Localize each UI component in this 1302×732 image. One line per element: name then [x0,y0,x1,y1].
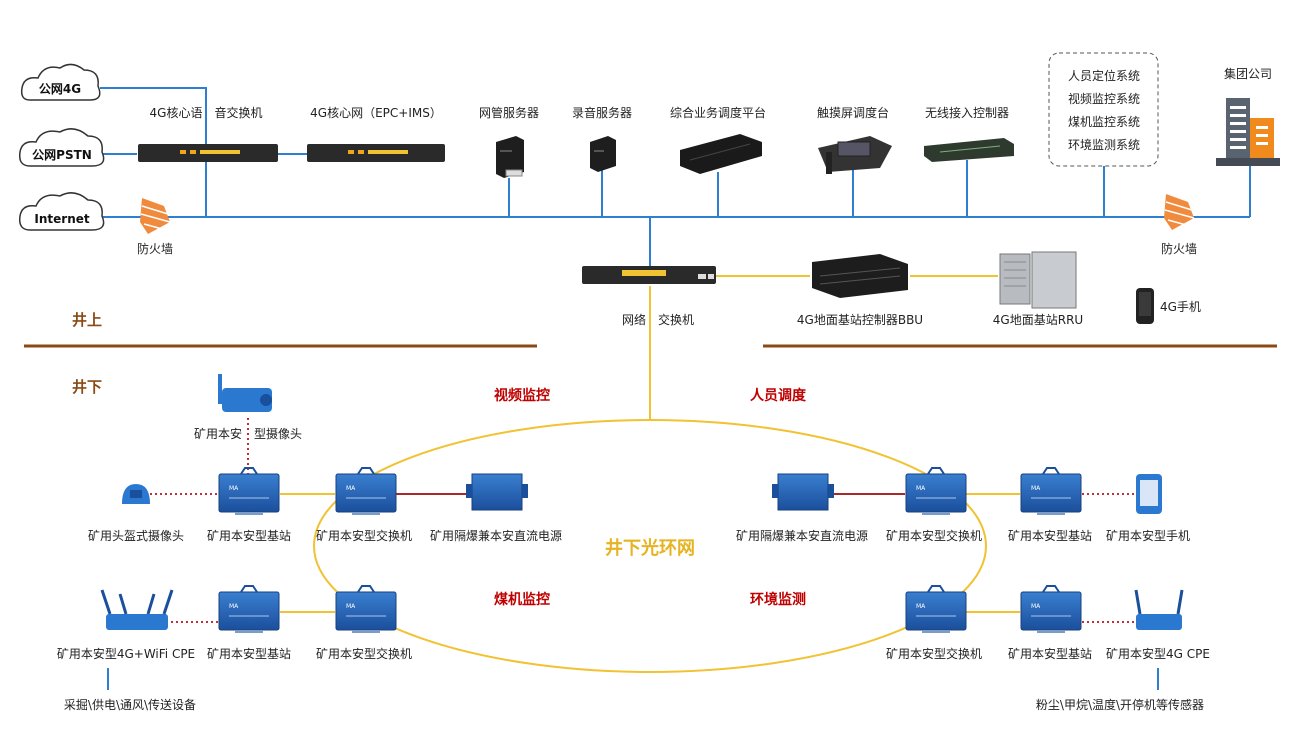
firewall-label: 防火墙 [137,241,173,256]
base-station-bottom-right: 矿用本安型基站 [1008,585,1092,661]
base-station-bottom-left: 矿用本安型基站 [207,585,291,661]
touch-console: 触摸屏调度台 [817,105,892,174]
psu-left: 矿用隔爆兼本安直流电源 [430,473,562,543]
ring-label: 井下光环网 [605,537,695,559]
firewall-label: 防火墙 [1161,241,1197,256]
core-network-epc: 4G核心网（EPC+IMS） [307,106,445,162]
system-item: 煤机监控系统 [1068,115,1140,129]
camera-label: 矿用本安 型摄像头 [194,426,302,441]
firewall-left-icon: 防火墙 [137,198,173,256]
system-item: 视频监控系统 [1068,91,1140,106]
recorder-label: 录音服务器 [572,105,632,120]
device-label: 矿用本安型交换机 [886,646,982,661]
switch-bottom-right: 矿用本安型交换机 [886,585,982,661]
category-video: 视频监控 [494,387,550,404]
core-voice-switch: 4G核心语 音交换机 [138,105,278,162]
device-label: 矿用本安型手机 [1106,528,1190,543]
nms-server: 网管服务器 [479,105,539,178]
system-item: 环境监测系统 [1068,137,1140,152]
bbu-device: 4G地面基站控制器BBU [797,254,923,327]
device-label: 矿用本安型4G CPE [1106,646,1210,661]
rru-label: 4G地面基站RRU [993,313,1083,327]
system-item: 人员定位系统 [1068,68,1140,83]
switch-label: 网络 交换机 [622,312,694,327]
helmet-camera-icon: 矿用头盔式摄像头 [88,484,184,543]
helmet-cam-label: 矿用头盔式摄像头 [88,528,184,543]
nms-label: 网管服务器 [479,105,539,120]
equipment-label: 采掘\供电\通风\传送设备 [64,697,196,712]
device-label: 矿用本安型基站 [207,646,291,661]
subsystems-box: 人员定位系统 视频监控系统 煤机监控系统 环境监测系统 [1048,52,1159,167]
category-env: 环境监测 [750,591,806,608]
touch-label: 触摸屏调度台 [817,105,889,120]
cloud-label: 公网PSTN [32,148,92,162]
network-switch: 网络 交换机 [582,266,716,327]
cloud-label: 公网4G [39,82,81,96]
switch-to-bbu-links [649,275,998,420]
category-personnel: 人员调度 [750,387,807,404]
switch-top-right: 矿用本安型交换机 [886,467,982,543]
switch-top-left: 矿用本安型交换机 [316,467,412,543]
mine-camera-icon: 矿用本安 型摄像头 [194,374,302,441]
psu-right: 矿用隔爆兼本安直流电源 [736,473,868,543]
sensors-label: 粉尘\甲烷\温度\开停机等传感器 [1036,697,1204,712]
phone-icon: 4G手机 [1136,288,1201,324]
base-station-top-left: 矿用本安型基站 [207,467,291,543]
cloud-label: Internet [34,212,89,226]
device-label: 矿用本安型基站 [1008,528,1092,543]
dispatch-label: 综合业务调度平台 [670,105,766,120]
core-net-label: 4G核心网（EPC+IMS） [310,106,442,120]
optical-ring [313,419,987,673]
device-label: 矿用本安型基站 [207,528,291,543]
mine-phone-icon: 矿用本安型手机 [1106,474,1190,543]
cloud-public-4g: 公网4G [20,63,101,101]
wlc-label: 无线接入控制器 [925,105,1009,120]
bbu-label: 4G地面基站控制器BBU [797,313,923,327]
device-label: 矿用本安型4G+WiFi CPE [57,646,195,661]
device-label: 矿用隔爆兼本安直流电源 [736,528,868,543]
wireless-controller: 无线接入控制器 [924,105,1014,162]
group-company-building: 集团公司 [1216,66,1280,166]
dispatch-platform: 综合业务调度平台 [670,105,766,174]
phone-label: 4G手机 [1160,300,1201,314]
cloud-internet: Internet [18,192,105,231]
base-station-top-right: 矿用本安型基站 [1008,467,1092,543]
group-label: 集团公司 [1224,66,1272,81]
cpe-left-icon: 矿用本安型4G+WiFi CPE [57,589,195,661]
above-ground-links [100,87,1251,266]
device-label: 矿用本安型交换机 [886,528,982,543]
device-label: 矿用本安型交换机 [316,646,412,661]
switch-bottom-left: 矿用本安型交换机 [316,585,412,661]
section-above-ground: 井上 [72,311,102,329]
device-label: 矿用隔爆兼本安直流电源 [430,528,562,543]
firewall-right-icon: 防火墙 [1161,194,1197,256]
recorder-server: 录音服务器 [572,105,632,172]
cpe-right-icon: 矿用本安型4G CPE [1106,589,1210,661]
rru-device: 4G地面基站RRU [993,251,1083,327]
device-label: 矿用本安型基站 [1008,646,1092,661]
cloud-public-pstn: 公网PSTN [18,128,105,167]
category-coal: 煤机监控 [494,591,550,608]
core-voice-label: 4G核心语 音交换机 [150,105,263,120]
section-underground: 井下 [72,378,102,396]
underground-links [107,418,1159,690]
device-label: 矿用本安型交换机 [316,528,412,543]
